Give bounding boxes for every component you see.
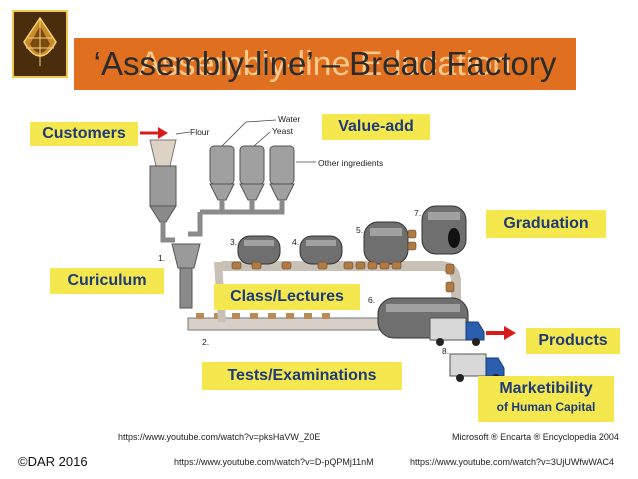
title-bar [74, 38, 576, 90]
youtube-link-2[interactable]: https://www.youtube.com/watch?v=D-pQPMj1… [174, 457, 374, 467]
tests-examinations-label: Tests/Examinations [202, 362, 402, 390]
step-4-label: 4. [292, 237, 299, 247]
youtube-link-1[interactable]: https://www.youtube.com/watch?v=pksHaVW_… [118, 432, 321, 442]
water-label: Water [278, 114, 301, 124]
step-7-label: 7. [414, 208, 421, 218]
step-8-label: 8. [442, 346, 449, 356]
flour-label: Flour [190, 127, 210, 137]
step-3-label: 3. [230, 237, 237, 247]
step-2-label: 2. [202, 337, 209, 347]
marketability-subtitle: of Human Capital [496, 400, 596, 414]
class-lectures-label: Class/Lectures [214, 284, 360, 310]
graduation-label: Graduation [486, 210, 606, 238]
copyright-text: ©DAR 2016 [18, 454, 88, 469]
youtube-link-3[interactable]: https://www.youtube.com/watch?v=3UjUWfwW… [410, 457, 614, 467]
step-1-label: 1. [158, 253, 165, 263]
delivery-truck-icon [449, 353, 505, 382]
step-5-label: 5. [356, 225, 363, 235]
products-arrow [486, 326, 516, 340]
title-overlay-text: Assembly-line Education [138, 45, 512, 83]
value-add-label: Value-add [322, 114, 430, 140]
encarta-credit: Microsoft ® Encarta ® Encyclopedia 2004 [452, 432, 619, 442]
step-6-label: 6. [368, 295, 375, 305]
logo [12, 10, 68, 78]
marketability-title: Marketibility [499, 380, 593, 397]
customers-arrow [140, 127, 168, 139]
logo-graphic [14, 12, 66, 76]
yeast-label: Yeast [272, 126, 294, 136]
delivery-truck-icon [429, 317, 485, 346]
other-ingredients-label: Other ingredients [318, 158, 383, 168]
page-title: ‘Assembly-line’ – Bread Factory [93, 45, 557, 82]
customers-label: Customers [30, 122, 138, 146]
marketability-box: Marketibility of Human Capital [478, 376, 614, 422]
curriculum-label: Curiculum [50, 268, 164, 294]
products-label: Products [526, 328, 620, 354]
